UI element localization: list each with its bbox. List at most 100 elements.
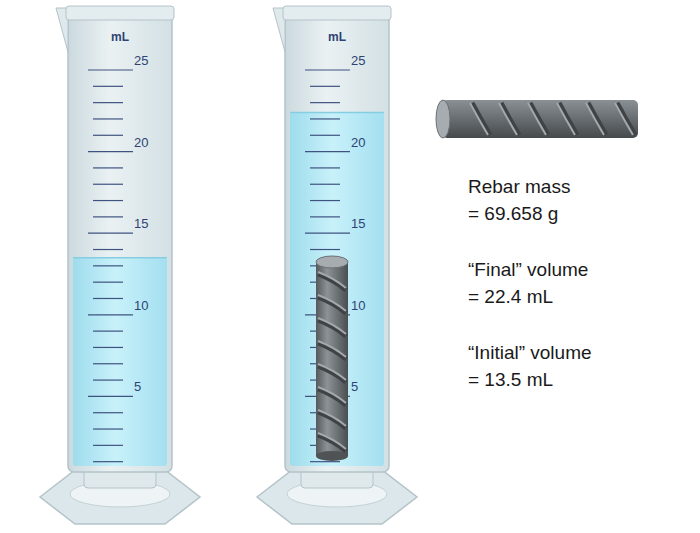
- graduation-tick: [88, 151, 133, 152]
- graduation-tick: [93, 363, 123, 364]
- rebar-bottom: [316, 451, 348, 461]
- rebar-rib: [617, 103, 635, 135]
- graduation-tick: [88, 233, 133, 234]
- rebar-rib-highlight: [318, 295, 346, 311]
- rebar-rib-highlight: [557, 103, 575, 135]
- rebar-rib: [559, 103, 577, 135]
- scale-number: 20: [351, 135, 365, 151]
- graduation-tick: [305, 233, 350, 234]
- rebar-rib: [530, 103, 548, 135]
- rebar-rib-highlight: [615, 103, 633, 135]
- graduation-tick: [305, 151, 350, 152]
- initial-volume-label: “Initial” volume: [468, 342, 592, 365]
- rebar-rib-highlight: [318, 272, 346, 288]
- graduation-tick: [310, 102, 340, 103]
- graduation-tick: [93, 428, 123, 429]
- graduation-tick: [310, 200, 340, 201]
- graduation-tick: [93, 282, 123, 283]
- graduated-cylinder: [257, 6, 417, 524]
- rebar-rib-highlight: [528, 103, 546, 135]
- rebar: [436, 100, 638, 138]
- unit-label: mL: [328, 30, 346, 44]
- graduation-tick: [93, 412, 123, 413]
- rebar-rib-highlight: [318, 433, 346, 449]
- graduation-tick: [93, 379, 123, 380]
- mass-label: Rebar mass: [468, 176, 570, 199]
- graduation-tick: [88, 396, 133, 397]
- graduation-tick: [93, 298, 123, 299]
- rebar-rib: [318, 366, 346, 382]
- rebar-rib: [318, 274, 346, 290]
- scale-number: 10: [134, 298, 148, 314]
- scale-number: 10: [351, 298, 365, 314]
- cylinder-tube: [68, 12, 172, 472]
- graduation-tick: [93, 331, 123, 332]
- unit-label: mL: [111, 30, 129, 44]
- graduation-tick: [93, 86, 123, 87]
- graduation-tick: [310, 184, 340, 185]
- cylinder-tube: [285, 12, 389, 472]
- rebar-rib: [318, 343, 346, 359]
- graduation-tick: [93, 216, 123, 217]
- scale-number: 25: [351, 53, 365, 69]
- scale-number: 5: [351, 379, 358, 395]
- mass-value: = 69.658 g: [468, 203, 558, 226]
- final-volume-label: “Final” volume: [468, 259, 588, 282]
- graduation-tick: [310, 461, 340, 462]
- rebar-rib: [318, 320, 346, 336]
- graduation-tick: [310, 118, 340, 119]
- graduation-tick: [310, 86, 340, 87]
- rebar-rib: [588, 103, 606, 135]
- water: [73, 258, 167, 466]
- rebar-rib: [318, 389, 346, 405]
- scale-number: 5: [134, 379, 141, 395]
- graduation-tick: [88, 314, 133, 315]
- rebar-rib-highlight: [318, 364, 346, 380]
- graduation-tick: [93, 184, 123, 185]
- graduation-tick: [310, 216, 340, 217]
- graduation-tick: [93, 102, 123, 103]
- rebar-body: [442, 100, 638, 138]
- graduation-tick: [310, 167, 340, 168]
- rebar-rib: [472, 103, 490, 135]
- rebar-rib-highlight: [318, 410, 346, 426]
- graduation-tick: [93, 200, 123, 201]
- cylinder-rim: [283, 6, 391, 20]
- rebar-top: [316, 256, 348, 268]
- graduation-tick: [305, 69, 350, 70]
- rebar-end: [436, 100, 450, 138]
- final-volume-value: = 22.4 mL: [468, 286, 553, 309]
- graduation-tick: [93, 249, 123, 250]
- graduation-tick: [93, 461, 123, 462]
- water-surface: [73, 257, 167, 259]
- rebar-rib-highlight: [499, 103, 517, 135]
- rebar-rib-highlight: [318, 318, 346, 334]
- rebar-rib: [501, 103, 519, 135]
- scale-number: 15: [351, 216, 365, 232]
- rebar-submerged: [316, 256, 348, 461]
- water: [290, 112, 384, 466]
- rebar-rib: [318, 412, 346, 428]
- graduation-tick: [93, 135, 123, 136]
- graduation-tick: [310, 249, 340, 250]
- rebar-rib-highlight: [318, 387, 346, 403]
- rebar-rib-highlight: [470, 103, 488, 135]
- cylinder-rim: [66, 6, 174, 20]
- rebar-rib: [318, 297, 346, 313]
- rebar-rib: [318, 435, 346, 451]
- graduation-tick: [93, 445, 123, 446]
- rebar-rib-highlight: [586, 103, 604, 135]
- graduation-tick: [93, 118, 123, 119]
- graduation-tick: [93, 167, 123, 168]
- rebar-rib-highlight: [318, 341, 346, 357]
- graduation-tick: [88, 69, 133, 70]
- scale-number: 20: [134, 135, 148, 151]
- initial-volume-value: = 13.5 mL: [468, 369, 553, 392]
- water-surface: [290, 112, 384, 114]
- graduation-tick: [93, 265, 123, 266]
- scale-number: 15: [134, 216, 148, 232]
- scale-number: 25: [134, 53, 148, 69]
- graduation-tick: [310, 135, 340, 136]
